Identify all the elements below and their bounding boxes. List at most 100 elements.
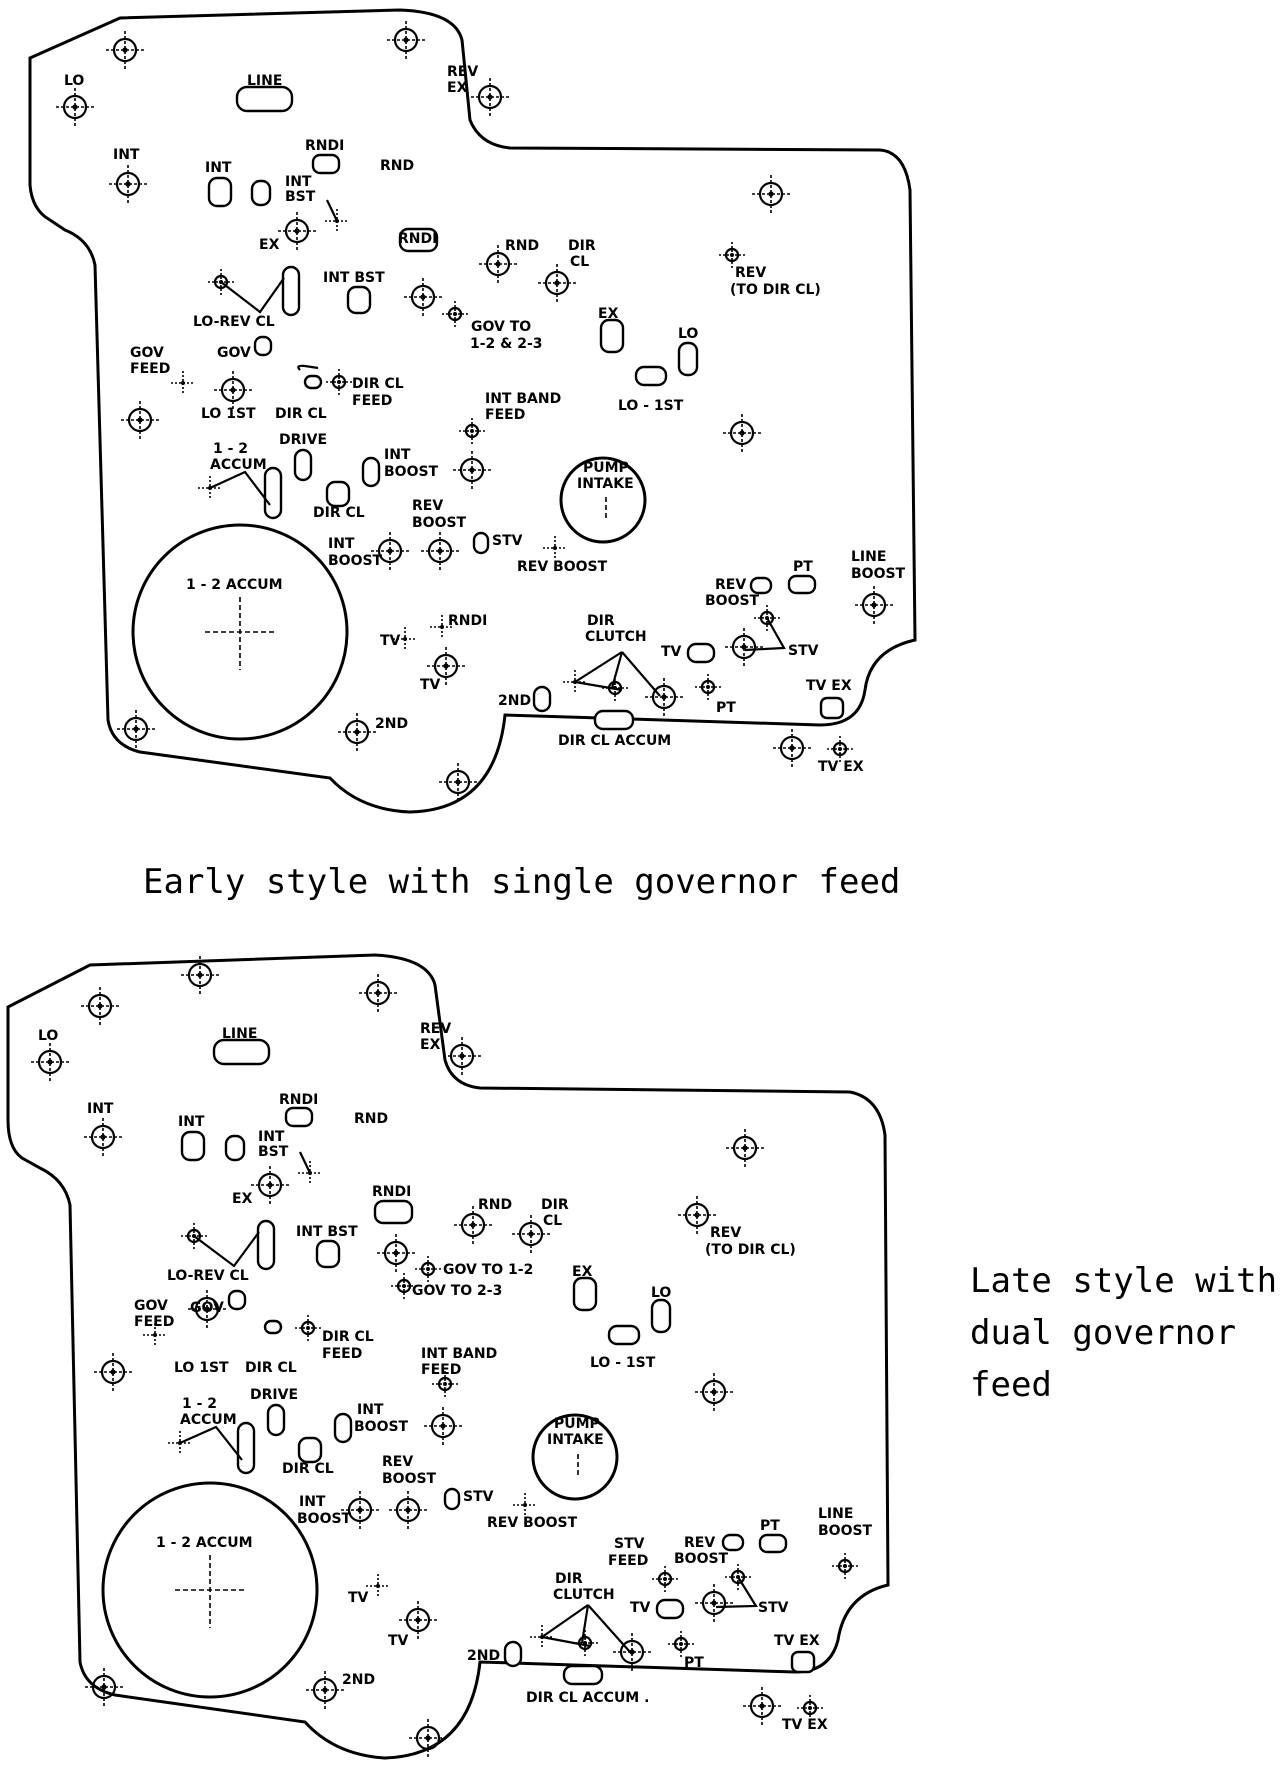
late-ex-label-3: EX bbox=[572, 1264, 593, 1280]
late-dir-cl-feed-label-a: DIR CL bbox=[322, 1329, 374, 1345]
late-rndi-label-2: RNDI bbox=[372, 1184, 411, 1200]
late-tv-port bbox=[655, 1598, 685, 1620]
late-cl-label: CL bbox=[543, 1213, 562, 1229]
2nd-label: 2ND bbox=[498, 693, 531, 709]
late-tv-label-2: TV bbox=[630, 1600, 651, 1616]
tv-port bbox=[686, 642, 716, 664]
late-rev-label: REV bbox=[420, 1021, 451, 1037]
late-caption-line3: feed bbox=[970, 1365, 1052, 1405]
rev-label-3: REV bbox=[412, 498, 443, 514]
late-2nd-port bbox=[503, 1640, 523, 1668]
late-lo-label: LO bbox=[38, 1028, 58, 1044]
late-accum-12-circle bbox=[101, 1481, 319, 1699]
late-tv-ex-label-2: TV EX bbox=[782, 1717, 828, 1733]
late-boost-label-3: BOOST bbox=[297, 1511, 352, 1527]
one-two-label: 1 - 2 bbox=[213, 441, 248, 457]
early-valve-body: LO LINE REV EX INT RNDI RND INT INT BST … bbox=[28, 8, 917, 814]
int-bst-port-2 bbox=[346, 285, 372, 315]
intake-label: INTAKE bbox=[577, 476, 634, 492]
late-int-band-feed-label: FEED bbox=[421, 1362, 461, 1378]
late-drive-label: DRIVE bbox=[250, 1387, 298, 1403]
late-dir-cl-feed-label-b: FEED bbox=[322, 1346, 362, 1362]
late-lo-port bbox=[650, 1298, 672, 1334]
tv-label-3: TV bbox=[420, 677, 441, 693]
int-bst-port bbox=[250, 179, 272, 207]
late-dir-cl-label-2: DIR CL bbox=[282, 1461, 334, 1477]
late-tv-label: TV bbox=[348, 1590, 369, 1606]
late-pt-label: PT bbox=[760, 1518, 780, 1534]
late-caption-line1: Late style with bbox=[970, 1261, 1277, 1301]
late-line-label: LINE bbox=[222, 1026, 257, 1042]
late-dir-cl-label: DIR CL bbox=[245, 1360, 297, 1376]
late-int-band-label: INT BAND bbox=[421, 1346, 497, 1362]
stv-label-2: STV bbox=[788, 643, 819, 659]
ex-label-2: EX bbox=[259, 237, 280, 253]
drive-port bbox=[293, 448, 313, 482]
pt-label: PT bbox=[793, 559, 813, 575]
dir-cl-port-small bbox=[303, 374, 323, 390]
lo-port bbox=[677, 341, 699, 377]
late-accum-12-label: 1 - 2 ACCUM bbox=[156, 1535, 253, 1551]
late-rndi-label: RNDI bbox=[279, 1092, 318, 1108]
late-plate-outline bbox=[6, 953, 890, 1760]
late-boost-label-2: BOOST bbox=[382, 1471, 437, 1487]
int-label-4: INT bbox=[328, 536, 355, 552]
late-int-boost-port bbox=[333, 1412, 353, 1444]
int-port bbox=[207, 176, 233, 208]
late-intake-label: INTAKE bbox=[547, 1432, 604, 1448]
late-int-port bbox=[180, 1130, 206, 1162]
pump-label: PUMP bbox=[583, 460, 629, 476]
late-one-two-label: 1 - 2 bbox=[182, 1396, 217, 1412]
late-stv-label: STV bbox=[463, 1489, 494, 1505]
late-gov-port bbox=[227, 1289, 247, 1311]
late-rnd-label: RND bbox=[354, 1111, 388, 1127]
lo-label-2: LO bbox=[678, 326, 698, 342]
dir-cl-label: DIR CL bbox=[275, 406, 327, 422]
late-2nd-label-2: 2ND bbox=[342, 1672, 375, 1688]
rev-label-2: REV bbox=[735, 265, 766, 281]
late-stv-port bbox=[443, 1487, 461, 1511]
line-port bbox=[235, 85, 294, 113]
late-lo-rev-cl-label: LO-REV CL bbox=[167, 1268, 249, 1284]
late-rev-label-4: REV bbox=[684, 1535, 715, 1551]
cl-label: CL bbox=[570, 254, 589, 270]
late-pump-label: PUMP bbox=[554, 1416, 600, 1432]
late-ex-label: EX bbox=[420, 1037, 441, 1053]
2nd-port bbox=[532, 685, 552, 713]
late-int-label: INT bbox=[87, 1101, 114, 1117]
dir-cl-feed-label-b: FEED bbox=[352, 393, 392, 409]
late-dir-clutch-label-a: DIR bbox=[555, 1571, 583, 1587]
int-boost-port bbox=[361, 456, 381, 488]
late-valve-body: LO LINE REV EX INT RNDI RND INT INT BST … bbox=[6, 953, 890, 1760]
late-rnd-label-2: RND bbox=[478, 1197, 512, 1213]
tv-ex-label: TV EX bbox=[806, 678, 852, 694]
int-bst-label-a: INT bbox=[285, 174, 312, 190]
late-dir-label: DIR bbox=[541, 1197, 569, 1213]
late-ex-label-2: EX bbox=[232, 1191, 253, 1207]
pump-intake-circle bbox=[559, 456, 647, 544]
late-gov-to-12-label: GOV TO 1-2 bbox=[443, 1262, 533, 1278]
rndi-port bbox=[311, 153, 341, 175]
int-label: INT bbox=[113, 147, 140, 163]
late-to-dir-cl-label: (TO DIR CL) bbox=[705, 1242, 796, 1258]
accum-label: ACCUM bbox=[210, 457, 267, 473]
late-rev-boost-port bbox=[721, 1533, 745, 1552]
late-accum-12-port bbox=[236, 1421, 256, 1475]
rndi-port-2 bbox=[398, 227, 439, 253]
late-stv-feed-label-a: STV bbox=[614, 1536, 645, 1552]
boost-label-2: BOOST bbox=[412, 515, 467, 531]
pt-label-2: PT bbox=[716, 700, 736, 716]
boost-label-5: BOOST bbox=[705, 593, 760, 609]
late-accum-label: ACCUM bbox=[180, 1412, 237, 1428]
late-ex-port bbox=[572, 1276, 598, 1312]
late-int-label-3: INT bbox=[357, 1402, 384, 1418]
early-caption: Early style with single governor feed bbox=[143, 862, 900, 902]
late-2nd-label: 2ND bbox=[467, 1648, 500, 1664]
late-dir-clutch-label-b: CLUTCH bbox=[553, 1587, 615, 1603]
late-rev-label-2: REV bbox=[710, 1225, 741, 1241]
dir-cl-accum-port bbox=[593, 709, 635, 731]
late-gov-label-a: GOV bbox=[134, 1298, 168, 1314]
to-dir-cl-label: (TO DIR CL) bbox=[730, 282, 821, 298]
late-line-port bbox=[212, 1038, 271, 1066]
